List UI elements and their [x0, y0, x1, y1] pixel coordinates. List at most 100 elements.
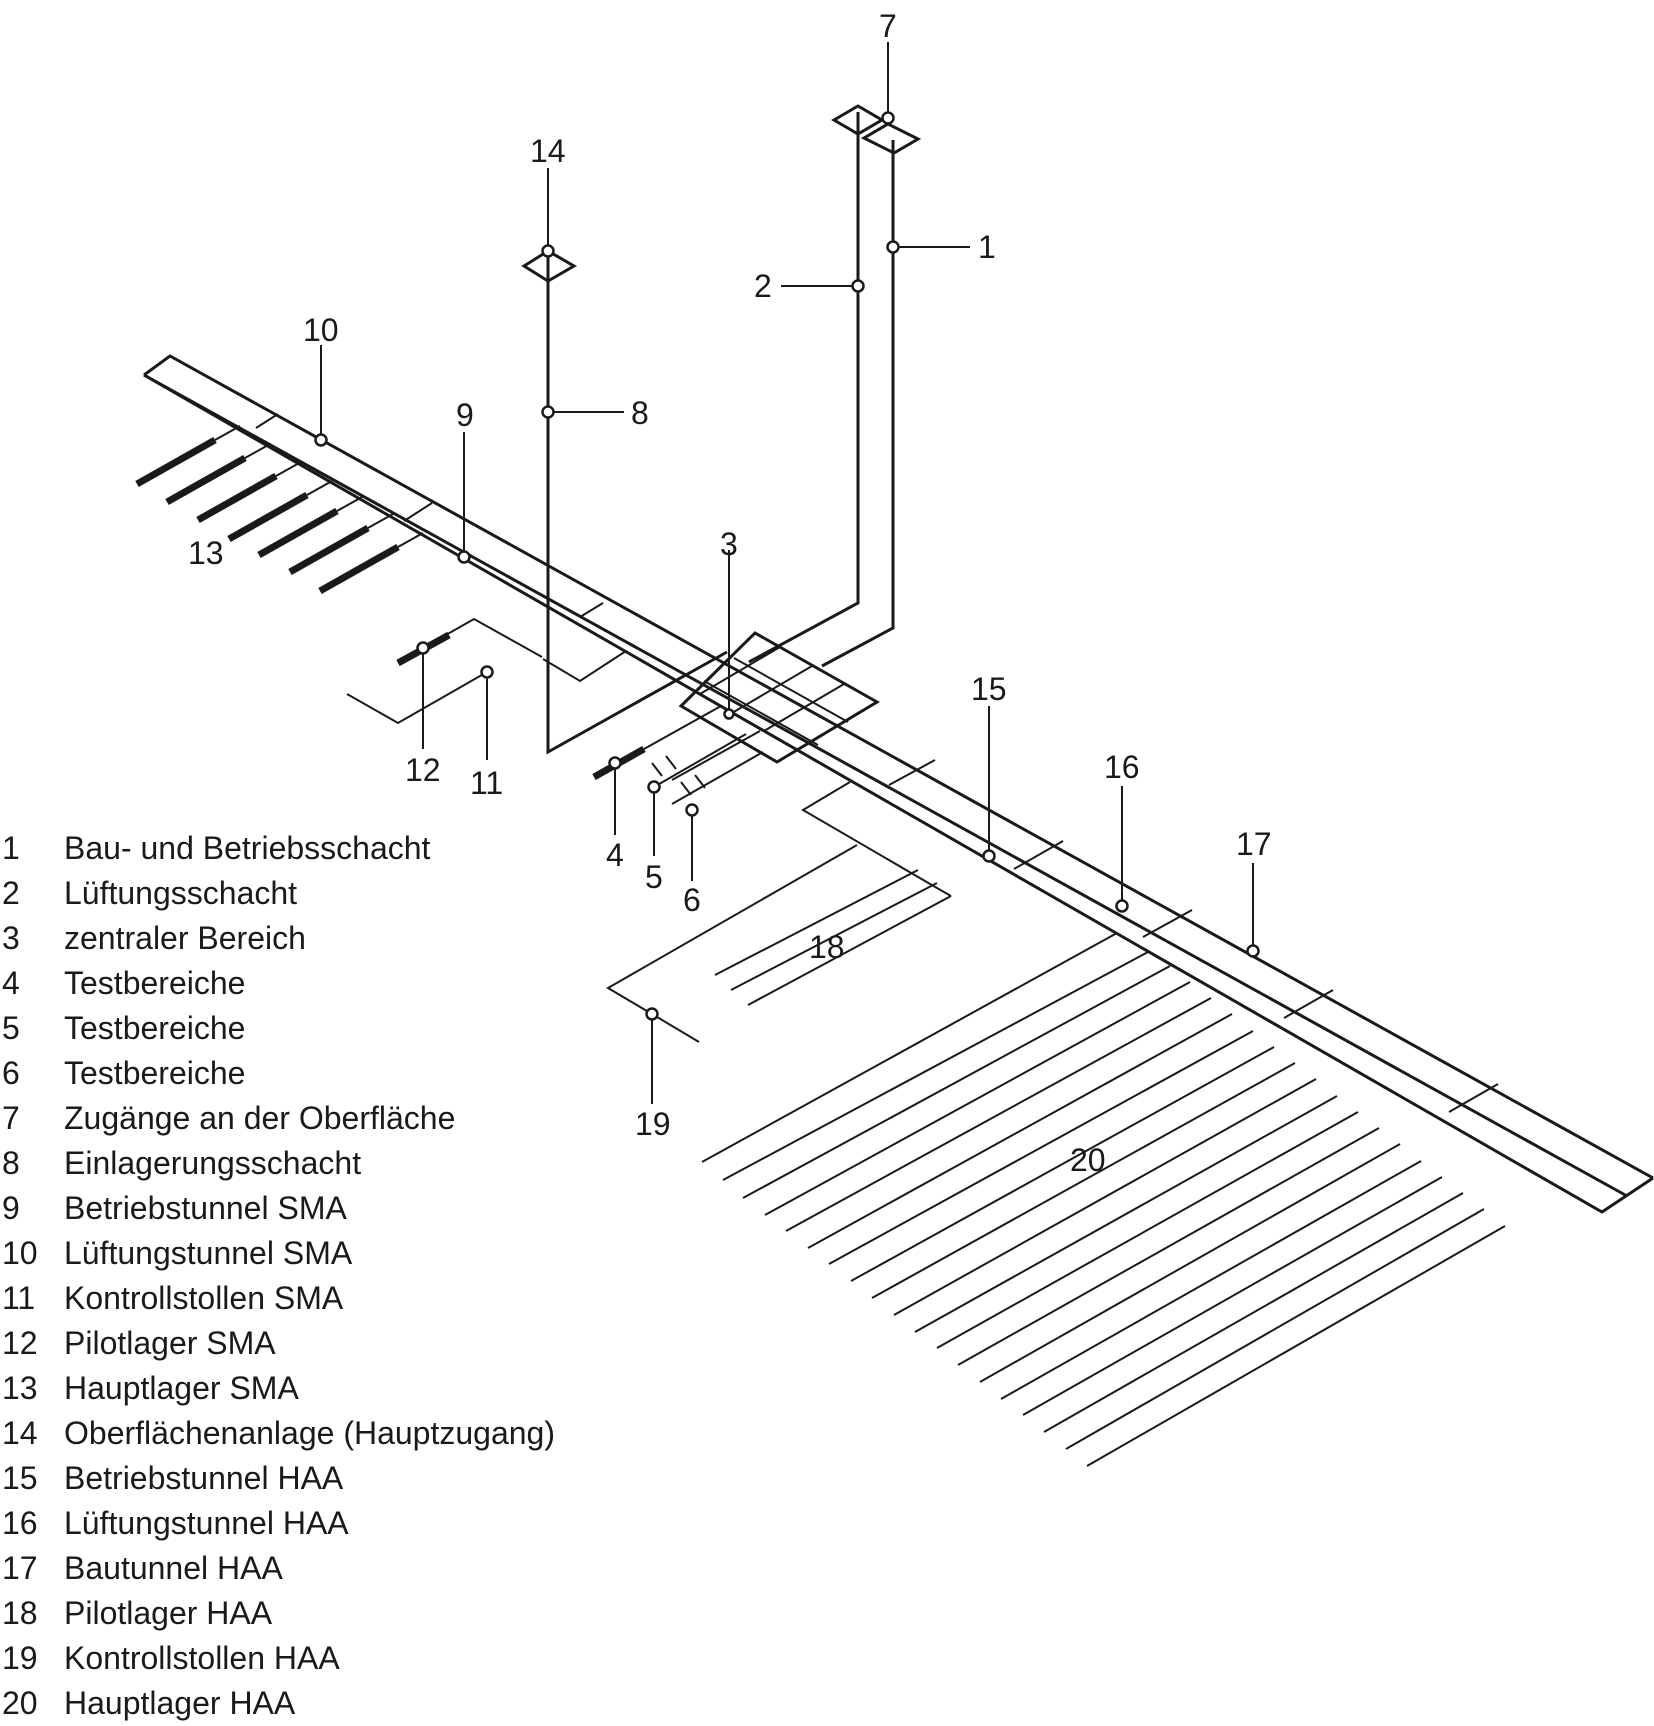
tunnel-separator — [888, 759, 936, 786]
haa-cavern — [893, 1078, 1317, 1316]
legend-label: Lüftungstunnel SMA — [64, 1235, 353, 1271]
sma-cavern-link — [306, 480, 333, 496]
sma-cavern — [318, 543, 400, 595]
control-gallery-sma-11 — [346, 671, 488, 725]
haa-cavern — [701, 932, 1118, 1163]
tunnel-outline-bottom — [143, 373, 1654, 1214]
legend-number: 15 — [2, 1460, 38, 1496]
legend-label: Testbereiche — [64, 965, 246, 1001]
legend-label: Zugänge an der Oberfläche — [64, 1100, 456, 1136]
legend-number: 8 — [2, 1145, 20, 1181]
leader-lines — [320, 42, 1254, 1104]
callout-2: 2 — [754, 268, 772, 304]
pilot-link-sma-2 — [542, 650, 627, 683]
callout-8: 8 — [631, 395, 649, 431]
legend-number: 11 — [2, 1280, 36, 1316]
legend-item: 11 Kontrollstollen SMA — [0, 1276, 700, 1321]
shafts-1-2 — [748, 104, 922, 668]
dot-15 — [982, 849, 996, 863]
callout-18: 18 — [809, 929, 845, 965]
legend-number: 18 — [2, 1595, 38, 1631]
emplacement-shaft-8 — [546, 255, 728, 755]
dot-12 — [416, 641, 430, 655]
dot-19 — [645, 1007, 659, 1021]
legend-label: Kontrollstollen SMA — [64, 1280, 344, 1316]
emplacement-shaft — [521, 249, 728, 755]
test-area-6 — [671, 751, 764, 805]
dot-10 — [314, 433, 328, 447]
haa-cavern — [1065, 1208, 1485, 1450]
legend-label: Lüftungstunnel HAA — [64, 1505, 349, 1541]
dot-7 — [881, 111, 895, 125]
callout-dots — [314, 111, 1260, 1021]
sma-cavern-link — [367, 513, 394, 529]
dot-6 — [685, 803, 699, 817]
tunnel-separator — [1448, 1083, 1499, 1113]
sma-cavern — [257, 507, 339, 559]
haa-main-storage — [701, 932, 1506, 1467]
dot-16 — [1115, 899, 1129, 913]
haa-cavern — [936, 1111, 1359, 1349]
central-grid — [731, 665, 813, 714]
dot-1 — [886, 240, 900, 254]
haa-cavern — [850, 1046, 1275, 1282]
construction-shaft-1 — [821, 140, 895, 668]
haa-cavern — [1022, 1176, 1443, 1416]
test-areas — [592, 705, 764, 805]
callout-19: 19 — [635, 1106, 671, 1142]
haa-cavern — [722, 951, 1149, 1181]
haa-cavern — [785, 997, 1212, 1232]
tunnel-separator — [1142, 909, 1193, 938]
legend-number: 13 — [2, 1370, 38, 1406]
sma-cavern-link — [336, 496, 363, 512]
callout-15: 15 — [971, 671, 1007, 707]
haa-cavern — [979, 1143, 1401, 1383]
callout-5: 5 — [645, 859, 663, 895]
tunnel-separator — [1283, 989, 1334, 1019]
control-gallery-haa-19 — [606, 844, 858, 1043]
sma-cavern-link — [397, 532, 424, 548]
callout-6: 6 — [683, 882, 701, 918]
legend-label: Hauptlager HAA — [64, 1685, 296, 1721]
sma-main-storage — [135, 425, 424, 595]
tunnel-outline-top — [143, 354, 1654, 1180]
central-grid — [699, 646, 781, 695]
sma-cavern — [135, 436, 217, 488]
legend-number: 5 — [2, 1010, 20, 1046]
legend-number: 17 — [2, 1550, 38, 1586]
legend-number: 14 — [2, 1415, 38, 1451]
callout-14: 14 — [530, 133, 566, 169]
sma-cavern — [227, 491, 309, 543]
central-grid — [733, 657, 849, 723]
haa-pilot-line — [747, 895, 952, 1006]
callout-9: 9 — [456, 397, 474, 433]
sma-cavern — [288, 524, 370, 576]
legend-label: Betriebstunnel HAA — [64, 1460, 344, 1496]
legend-item: 5 Testbereiche — [0, 1006, 700, 1051]
test-area-5-tick — [651, 762, 663, 777]
callout-10: 10 — [303, 312, 339, 348]
haa-pilot-line — [714, 869, 919, 976]
dot-2 — [851, 279, 865, 293]
legend-label: Testbereiche — [64, 1010, 246, 1046]
legend-item: 15 Betriebstunnel HAA — [0, 1456, 700, 1501]
dot-8 — [541, 405, 555, 419]
legend-label: Einlagerungsschacht — [64, 1145, 362, 1181]
dot-11 — [480, 665, 494, 679]
tunnel-separator — [255, 413, 279, 429]
callout-20: 20 — [1070, 1142, 1106, 1178]
dot-5 — [647, 780, 661, 794]
legend-label: Lüftungsschacht — [64, 875, 298, 911]
dot-9 — [457, 550, 471, 564]
tunnel-separator — [403, 502, 433, 522]
haa-pilot-storage — [606, 781, 952, 1043]
callout-4: 4 — [606, 837, 624, 873]
